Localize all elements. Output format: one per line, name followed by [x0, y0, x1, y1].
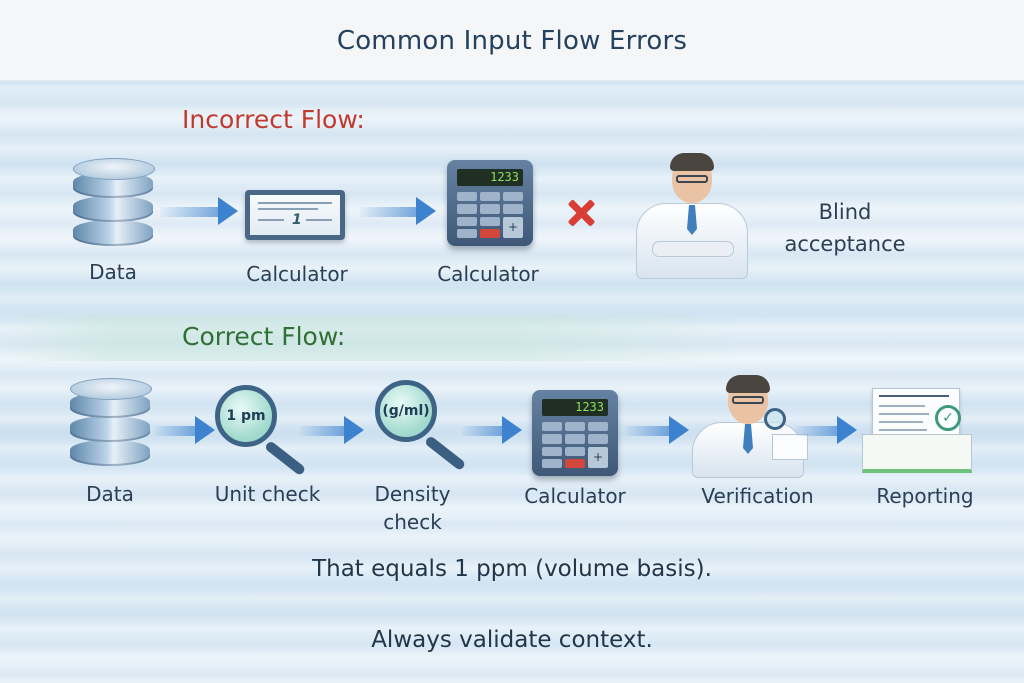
arrow-right-icon — [300, 416, 364, 444]
arrow-right-icon — [155, 416, 215, 444]
arrow-right-icon — [625, 416, 689, 444]
incorrect-step-data-label: Data — [89, 260, 137, 284]
calculator-display: 1233 — [457, 169, 523, 186]
correct-step-calculator-label: Calculator — [524, 484, 626, 508]
arrow-right-icon — [360, 197, 436, 225]
monitor-icon: 1 — [245, 190, 345, 240]
arrow-right-icon — [795, 416, 857, 444]
monitor-value: 1 — [292, 212, 302, 228]
arrow-right-icon — [462, 416, 522, 444]
incorrect-step-calculator-label: Calculator — [246, 262, 348, 286]
correct-step-unit-check-label: Unit check — [214, 482, 321, 506]
correct-flow-band — [0, 315, 740, 361]
blind-acceptance-line1: Blind — [818, 200, 872, 224]
x-mark-icon — [565, 197, 597, 229]
page-title: Common Input Flow Errors — [336, 26, 688, 56]
database-icon — [73, 158, 155, 248]
unit-check-lens-text: 1 pm — [215, 385, 277, 447]
equals-note: That equals 1 ppm (volume basis). — [312, 556, 712, 582]
magnifier-icon: 1 pm — [215, 385, 315, 477]
incorrect-step-calculator2-label: Calculator — [437, 262, 539, 286]
correct-step-density-check-label: Density check — [360, 480, 465, 536]
correct-step-reporting-label: Reporting — [876, 484, 974, 508]
calculator-icon: 1233 + — [532, 390, 618, 476]
density-check-lens-text: (g/ml) — [375, 380, 437, 442]
database-icon — [70, 378, 152, 468]
calculator-display: 1233 — [542, 399, 608, 416]
scientist-arms-crossed-icon — [632, 153, 752, 283]
blind-acceptance-line2: acceptance — [784, 232, 906, 256]
correct-flow-label: Correct Flow: — [182, 322, 346, 351]
header: Common Input Flow Errors — [0, 0, 1024, 81]
blind-acceptance-label: Blind acceptance — [775, 196, 915, 260]
magnifier-icon: (g/ml) — [375, 380, 475, 472]
density-check-line2: check — [383, 510, 442, 534]
calculator-icon: 1233 + — [447, 160, 533, 246]
density-check-line1: Density — [374, 482, 451, 506]
scientist-magnifier-icon — [688, 375, 808, 478]
incorrect-flow-label: Incorrect Flow: — [182, 105, 365, 134]
advice-note: Always validate context. — [371, 627, 653, 653]
arrow-right-icon — [160, 197, 238, 225]
correct-step-verification-label: Verification — [701, 484, 814, 508]
report-checked-icon: ✓ — [862, 388, 972, 478]
correct-step-data-label: Data — [86, 482, 134, 506]
